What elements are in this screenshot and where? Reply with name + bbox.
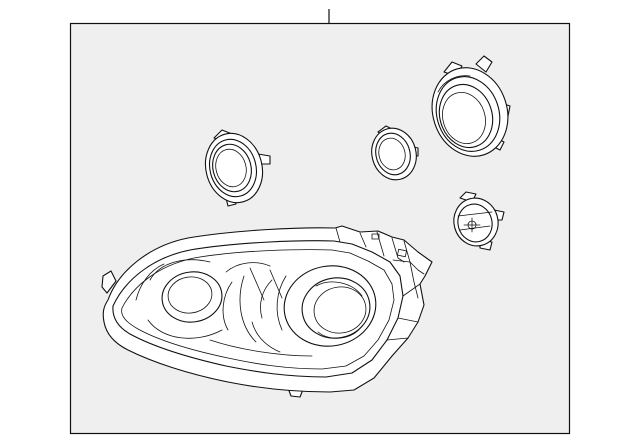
bulb-socket-icon	[453, 191, 505, 251]
large-bulb-cap-icon	[431, 55, 511, 157]
headlamp-assembly-icon	[101, 225, 433, 398]
small-bulb-cap-icon	[371, 125, 419, 181]
left-bulb-cap-icon	[204, 129, 271, 207]
